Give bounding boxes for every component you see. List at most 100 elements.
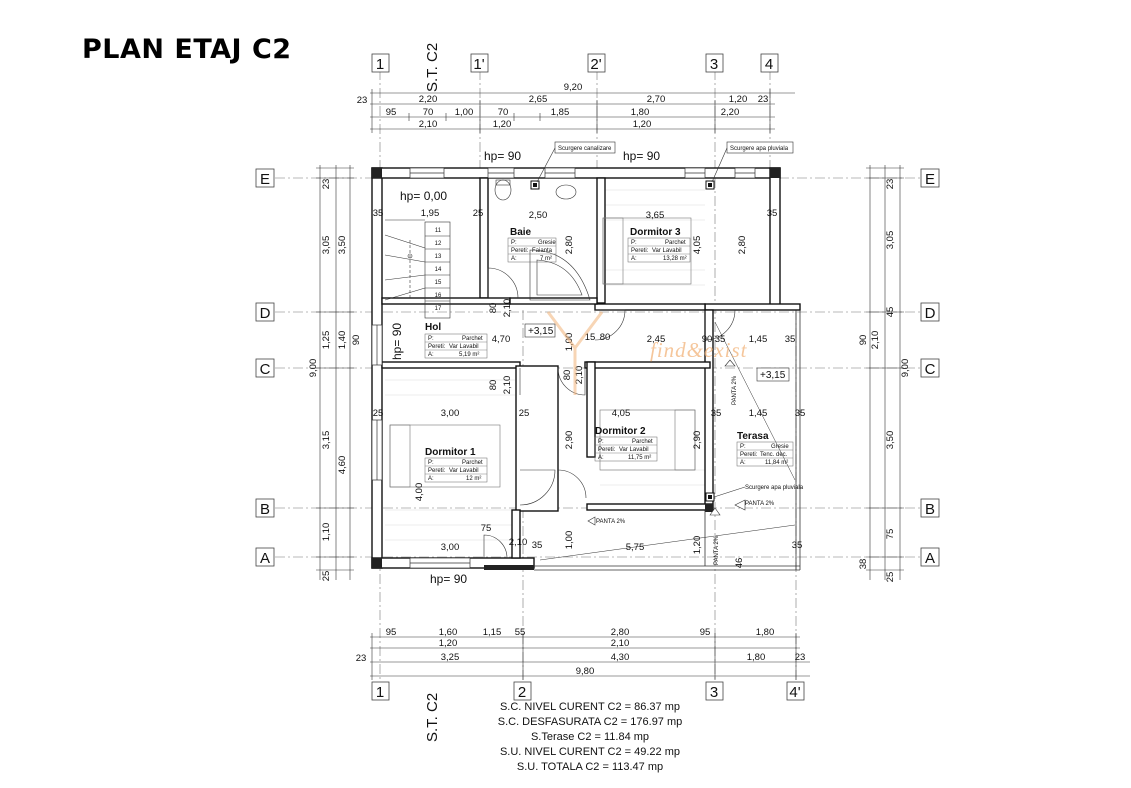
watermark-logo: find&exist — [650, 338, 748, 362]
dim-label: 9,20 — [564, 82, 583, 93]
grid-label: 2' — [590, 56, 601, 73]
slope-label: PANTA 2% — [732, 375, 738, 405]
room-area: 11,84 m² — [765, 460, 788, 466]
dim-label: 2,10 — [870, 331, 881, 350]
grid-label: 3 — [710, 684, 718, 701]
dim-label: 70 — [498, 107, 509, 118]
wall-solid-marks — [372, 168, 780, 570]
right-dimension-text: 23 3,05 45 2,10 3,50 75 25 90 38 9,00 — [858, 179, 911, 583]
level-mark: +3,15 — [528, 326, 554, 337]
grid-label: 4 — [765, 56, 773, 73]
room-dormitor-1: Dormitor 1 P: Parchet Pereti: Var Lavabi… — [424, 447, 488, 483]
dim-label: 1,20 — [493, 119, 512, 130]
area-summary: S.C. NIVEL CURENT C2 = 86.37 mp S.C. DES… — [440, 700, 740, 775]
dim-label: 90 — [702, 334, 713, 345]
dim-label: 1,20 — [729, 94, 748, 105]
dim-label: 2,10 — [509, 537, 528, 548]
step-number: 11 — [435, 228, 442, 234]
step-number: 13 — [435, 254, 442, 260]
dim-label: 4,70 — [492, 334, 511, 345]
dim-label: 2,45 — [647, 334, 666, 345]
grid-label: A — [925, 550, 935, 567]
dim-label: 3,05 — [321, 236, 332, 255]
dim-label: 1,85 — [551, 107, 570, 118]
dim-label: 1,00 — [455, 107, 474, 118]
grid-label: C — [260, 361, 271, 378]
dim-label: 15 — [585, 332, 596, 343]
dim-label: 1,45 — [749, 334, 768, 345]
dim-label: 23 — [885, 179, 896, 190]
dim-label: 1,10 — [321, 523, 332, 542]
level-marks: +3,15 +3,15 — [524, 323, 790, 382]
room-hol: Hol P: Parchet Pereti: Var Lavabil A: 5,… — [424, 322, 488, 359]
grid-label: 3 — [710, 56, 718, 73]
dim-label: 2,70 — [647, 94, 666, 105]
staircase — [384, 219, 451, 319]
room-terasa: Terasa P: Gresie Pereti: Tenc. dec. A: 1… — [736, 431, 794, 467]
grid-label: 2 — [518, 684, 526, 701]
dim-label: 23 — [795, 652, 806, 663]
area-line: S.U. TOTALA C2 = 113.47 mp — [516, 761, 664, 773]
slope-labels: PANTA 2% PANTA 2% PANTA 2% PANTA 2% — [596, 375, 775, 565]
dim-label: 3,50 — [337, 236, 348, 255]
room-area: 5,19 m² — [459, 352, 479, 358]
top-dimension-lines — [370, 89, 795, 133]
dim-label: 2,80 — [737, 236, 748, 255]
room-floor: Gresie — [538, 240, 556, 246]
dim-label: 9,80 — [576, 666, 595, 677]
hp-label: hp= 90 — [390, 323, 404, 360]
room-floor-label: P: — [740, 444, 746, 450]
room-walls-label: Pereti: — [428, 468, 446, 474]
room-area: 13,28 m² — [663, 256, 687, 262]
room-area: 7 m² — [540, 256, 552, 262]
grid-label: 4' — [789, 684, 800, 701]
step-number: 15 — [435, 280, 442, 286]
room-walls: Var Lavabil — [652, 248, 682, 254]
room-floor: Gresie — [771, 444, 789, 450]
dim-label: 4,60 — [337, 456, 348, 475]
dim-label: 1,80 — [756, 627, 775, 638]
dim-label: 4,30 — [611, 652, 630, 663]
dim-label: 23 — [321, 179, 332, 190]
area-line: S.Terase C2 = 11.84 mp — [530, 731, 650, 743]
room-walls-label: Pereti: — [598, 447, 616, 453]
grid-label: A — [260, 550, 270, 567]
dim-label: 1,20 — [692, 536, 703, 555]
room-floor-label: P: — [428, 336, 434, 342]
windows — [371, 167, 756, 569]
slope-label: PANTA 2% — [596, 519, 626, 525]
dim-label: 9,00 — [900, 359, 911, 378]
room-labels: Baie P: Gresie Pereti: Faianta A: 7 m² D… — [424, 227, 794, 483]
room-walls: Faianta — [532, 248, 553, 254]
area-line: S.C. NIVEL CURENT C2 = 86.37 mp — [499, 701, 681, 713]
step-number: 12 — [435, 241, 442, 247]
hp-label: hp= 90 — [430, 572, 467, 586]
dim-label: 2,10 — [574, 366, 585, 385]
callout-text: Scurgere apa pluviala — [745, 485, 804, 491]
dim-label: 75 — [481, 523, 492, 534]
dim-label: 75 — [885, 529, 896, 540]
dim-label: 3,05 — [885, 231, 896, 250]
slope-label: PANTA 2% — [745, 501, 775, 507]
room-area: 12 m² — [466, 476, 481, 482]
hp-label: hp= 90 — [623, 149, 660, 163]
dim-label: 90 — [858, 335, 869, 346]
room-area: 11,75 m² — [628, 455, 651, 461]
dim-label: 5,75 — [626, 542, 645, 553]
room-floor: Parchet — [632, 439, 653, 445]
dim-label: 1,80 — [631, 107, 650, 118]
slope-label: PANTA 2% — [714, 535, 720, 565]
dim-label: 35 — [711, 408, 722, 419]
dim-label: 2,20 — [721, 107, 740, 118]
hp-label: hp= 0,00 — [400, 189, 447, 203]
dim-label: 25 — [321, 571, 332, 582]
dim-label: 35 — [715, 334, 726, 345]
dim-label: 2,90 — [692, 431, 703, 450]
room-dormitor-3: Dormitor 3 P: Parchet Pereti: Var Lavabi… — [627, 227, 691, 263]
slope-arrows — [587, 359, 746, 526]
dim-label: 3,25 — [441, 652, 460, 663]
dim-label: 3,00 — [441, 542, 460, 553]
dim-label: 25 — [373, 408, 384, 419]
bathroom-fixtures — [494, 179, 591, 301]
